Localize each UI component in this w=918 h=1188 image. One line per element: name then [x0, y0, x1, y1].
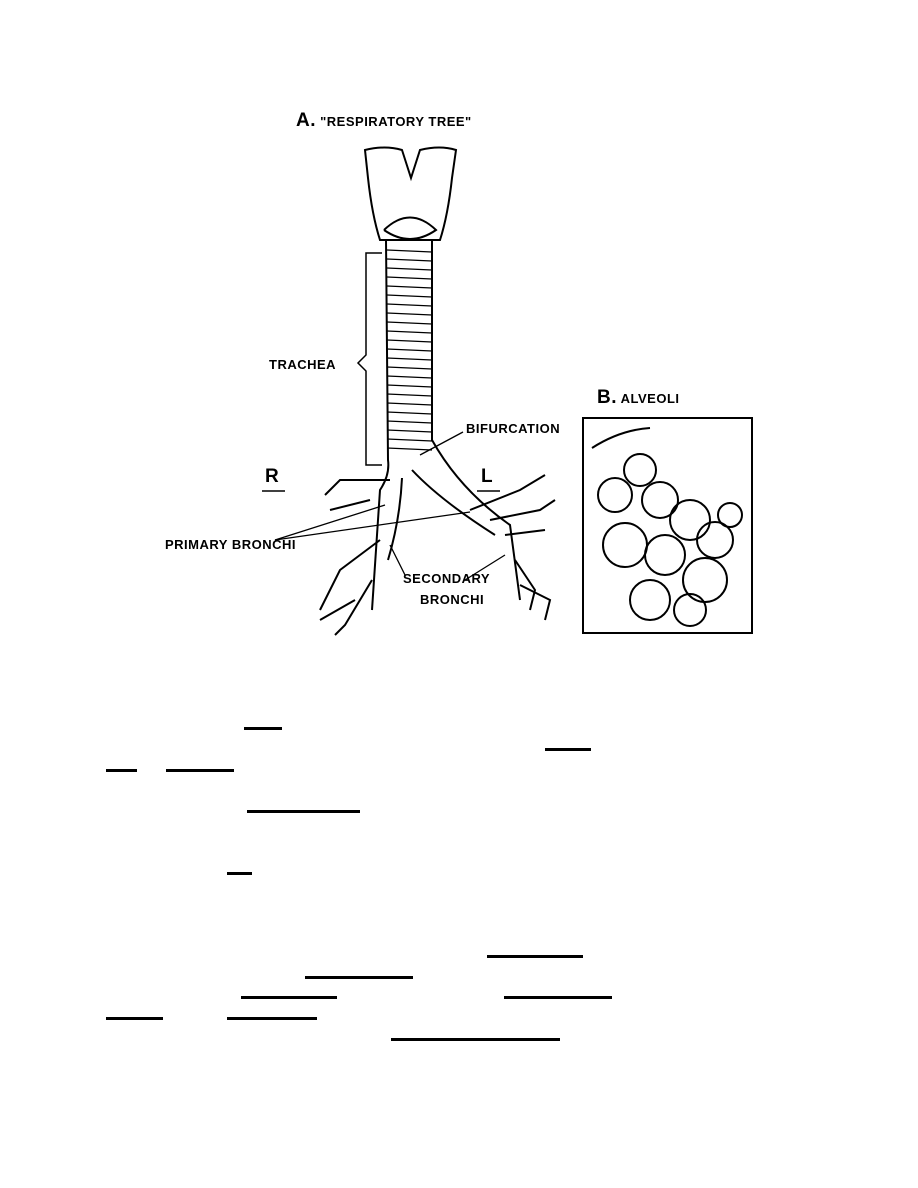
trachea-ring	[386, 348, 433, 352]
panel-a-caption: "RESPIRATORY TREE"	[320, 114, 472, 129]
answer-blank	[106, 1017, 163, 1020]
trachea-ring	[386, 312, 433, 316]
trachea-ring	[386, 276, 433, 280]
panel-b-caption: ALVEOLI	[620, 391, 680, 406]
answer-blank	[106, 769, 137, 772]
answer-blank	[247, 810, 360, 813]
bifurcation-label: BIFURCATION	[466, 421, 561, 436]
trachea-ring	[386, 447, 433, 451]
trachea-label: TRACHEA	[269, 357, 337, 372]
trachea-ring	[386, 411, 433, 415]
trachea-ring	[386, 357, 433, 361]
leader-lines	[274, 431, 506, 581]
trachea-ring	[386, 438, 433, 442]
alveoli-frame	[582, 417, 753, 634]
trachea-ring	[386, 321, 433, 325]
secondary-bronchi-label-2: BRONCHI	[420, 592, 485, 607]
larynx	[363, 146, 458, 241]
trachea-ring	[386, 429, 433, 433]
alveoli-cluster	[591, 427, 743, 627]
trachea-ring	[386, 366, 433, 370]
answer-blank	[227, 872, 252, 875]
trachea-rings	[386, 249, 433, 451]
trachea-ring	[386, 402, 433, 406]
trachea-ring	[386, 375, 433, 379]
trachea-ring	[386, 420, 433, 424]
trachea-ring	[386, 303, 433, 307]
left-side-label: L	[481, 466, 494, 487]
answer-blank	[166, 769, 234, 772]
bronchi-branches	[319, 474, 556, 636]
right-side-label: R	[265, 466, 280, 487]
trachea-ring	[386, 294, 433, 298]
answer-blank	[391, 1038, 560, 1041]
trachea-ring	[386, 393, 433, 397]
trachea	[371, 239, 521, 611]
panel-a-letter: A.	[296, 110, 316, 131]
answer-blank	[241, 996, 337, 999]
trachea-ring	[386, 258, 433, 262]
answer-blank	[504, 996, 612, 999]
answer-blank	[305, 976, 413, 979]
panel-b-letter: B.	[597, 387, 617, 408]
answer-blank	[545, 748, 591, 751]
primary-bronchi-label: PRIMARY BRONCHI	[165, 537, 297, 552]
trachea-brace	[356, 252, 382, 466]
panel-b-title: B. ALVEOLI	[597, 387, 680, 409]
trachea-ring	[386, 267, 433, 271]
trachea-ring	[386, 384, 433, 388]
trachea-ring	[386, 249, 433, 253]
answer-blank	[487, 955, 583, 958]
trachea-ring	[386, 339, 433, 343]
trachea-ring	[386, 330, 433, 334]
answer-blank	[227, 1017, 317, 1020]
panel-a-title: A. "RESPIRATORY TREE"	[296, 110, 472, 132]
secondary-bronchi-label-1: SECONDARY	[403, 571, 491, 586]
answer-blank	[244, 727, 282, 730]
trachea-ring	[386, 285, 433, 289]
